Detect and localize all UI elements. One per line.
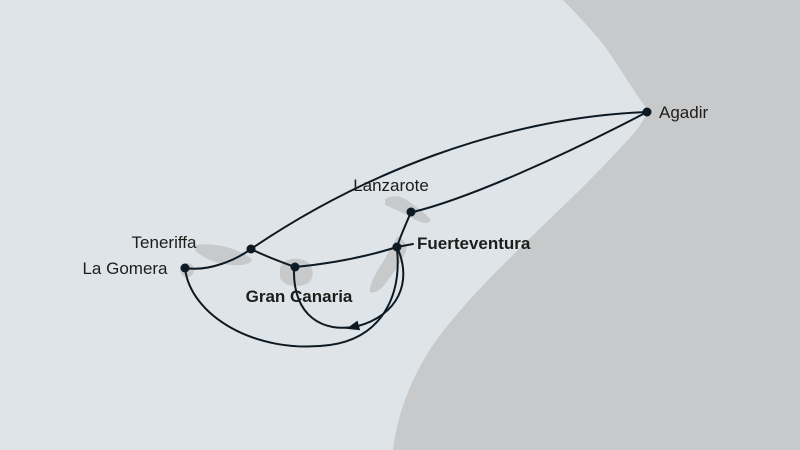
port-label-la-gomera: La Gomera [82,259,168,278]
port-label-fuerteventura: Fuerteventura [417,234,531,253]
port-dot-fuerteventura [392,242,402,252]
route-lagomera-teneriffa [184,248,252,270]
route-agadir-lanzarote [412,111,648,213]
port-label-teneriffa: Teneriffa [132,233,197,252]
route-lagomera-south-loop [184,248,399,348]
mainland-africa [393,0,800,450]
route-teneriffa-agadir [250,111,648,250]
port-dot-agadir [642,107,652,117]
port-label-agadir: Agadir [659,103,708,122]
port-label-gran-canaria: Gran Canaria [246,287,353,306]
route-direction-arrow-icon [346,320,361,331]
port-dot-teneriffa [246,244,256,254]
port-dot-gran-canaria [290,262,300,272]
port-label-lanzarote: Lanzarote [353,176,429,195]
port-dot-lanzarote [406,207,416,217]
port-dot-la-gomera [180,263,190,273]
island-teneriffa [195,244,252,266]
route-fuerteventura-grancanaria [294,246,398,268]
